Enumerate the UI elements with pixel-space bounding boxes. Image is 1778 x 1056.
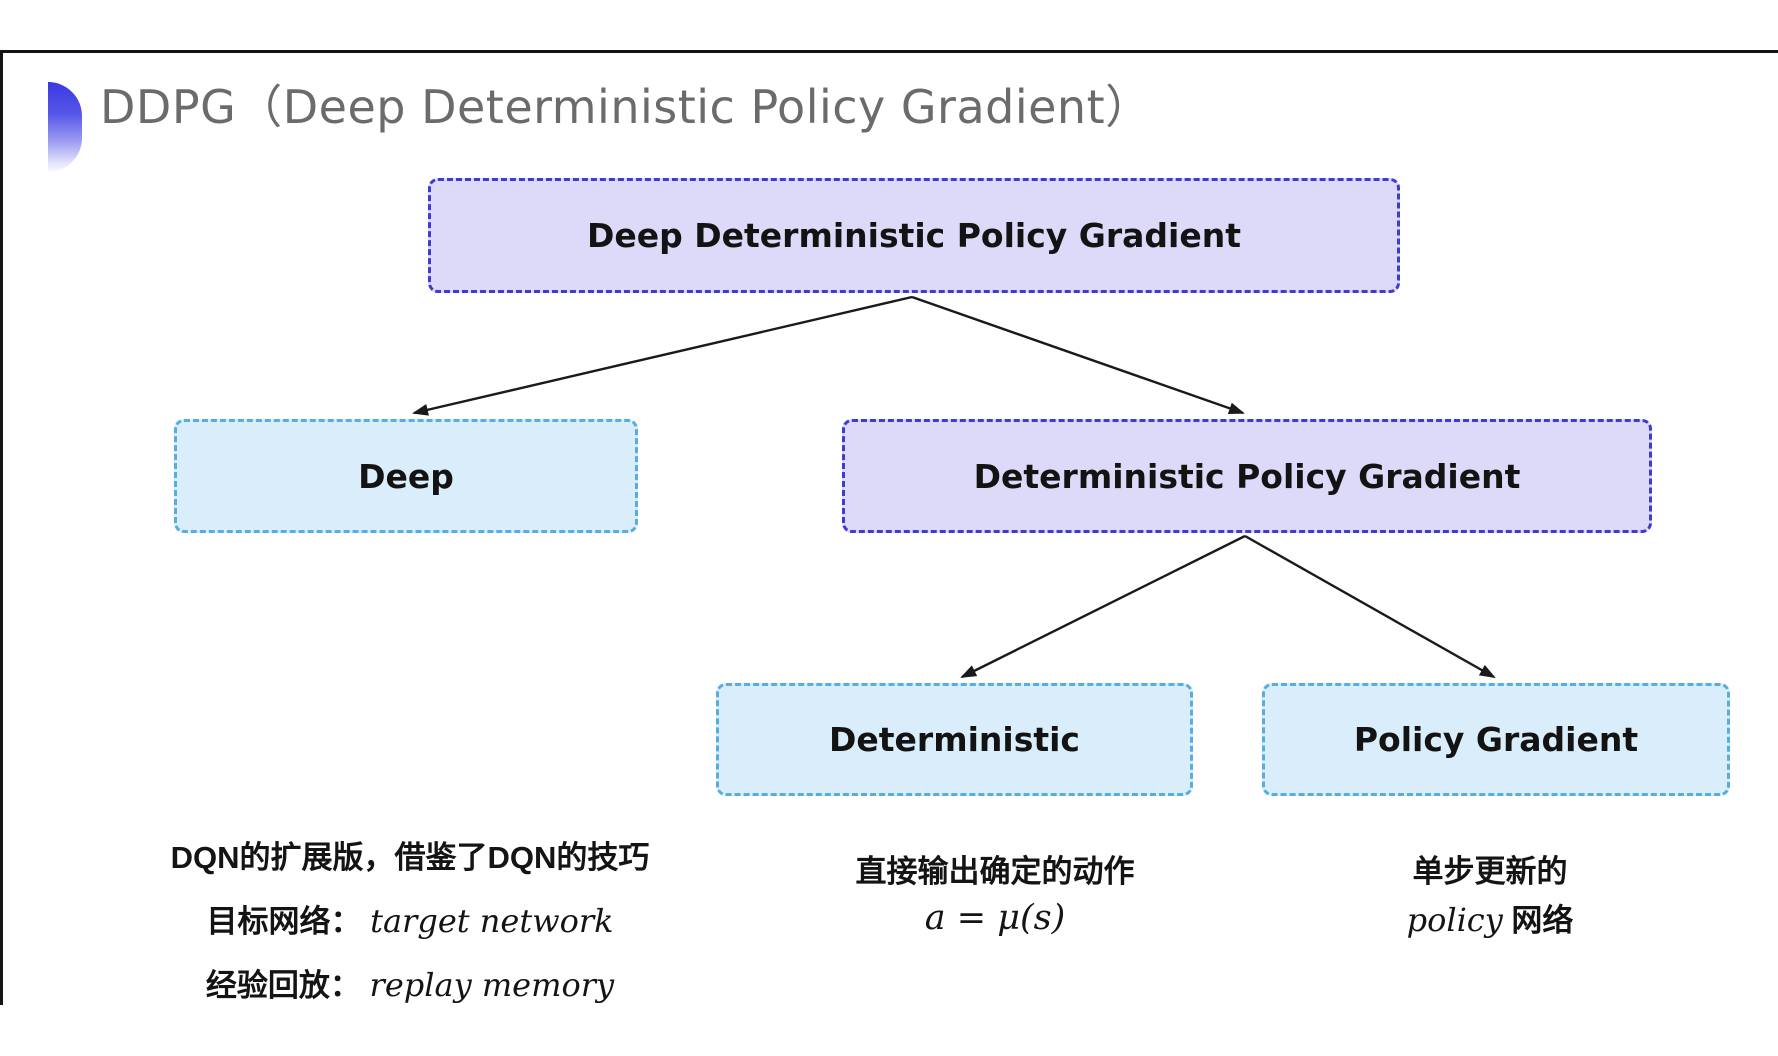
page-title: DDPG（Deep Deterministic Policy Gradient） <box>100 80 1152 134</box>
note-term: replay memory <box>369 966 615 1004</box>
node-label: Deep Deterministic Policy Gradient <box>586 216 1241 255</box>
note-line: 目标网络： target network <box>130 901 690 942</box>
note-label: 经验回放： <box>205 968 361 1003</box>
node-deep: Deep <box>174 419 638 533</box>
note-text: DQN的扩展版，借鉴了DQN的技巧 <box>170 840 650 875</box>
note-deep: DQN的扩展版，借鉴了DQN的技巧 目标网络： target network 经… <box>130 838 690 1006</box>
arrow-root-to-deep <box>412 295 913 416</box>
note-term: target network <box>370 902 614 940</box>
note-line: DQN的扩展版，借鉴了DQN的技巧 <box>130 838 690 878</box>
title-bullet-icon <box>48 82 82 172</box>
note-label: 目标网络： <box>206 904 362 939</box>
node-label: Deterministic Policy Gradient <box>973 456 1521 496</box>
note-line: a = μ(s) <box>790 898 1200 939</box>
node-label: Deep <box>358 456 454 496</box>
note-term: policy <box>1406 901 1503 939</box>
note-deterministic: 直接输出确定的动作 a = μ(s) <box>790 852 1200 945</box>
note-policy-gradient: 单步更新的 policy 网络 <box>1290 852 1690 949</box>
note-text: 网络 <box>1502 903 1574 938</box>
arrow-dpg-to-policy-gradient <box>1244 534 1496 679</box>
window-edge-left <box>0 50 3 1005</box>
note-line: 直接输出确定的动作 <box>790 852 1200 892</box>
arrow-dpg-to-deterministic <box>960 534 1246 679</box>
note-line: policy 网络 <box>1290 900 1690 941</box>
node-deterministic-policy-gradient: Deterministic Policy Gradient <box>842 419 1652 533</box>
arrow-root-to-dpg <box>911 295 1245 415</box>
node-deterministic: Deterministic <box>716 683 1193 796</box>
window-edge-top <box>0 50 1778 53</box>
node-label: Deterministic <box>829 720 1080 759</box>
note-line: 单步更新的 <box>1290 852 1690 892</box>
node-policy-gradient: Policy Gradient <box>1262 683 1730 796</box>
note-formula: a = μ(s) <box>924 898 1066 938</box>
node-label: Policy Gradient <box>1353 720 1639 759</box>
node-deep-deterministic-policy-gradient: Deep Deterministic Policy Gradient <box>428 178 1400 293</box>
note-text: 直接输出确定的动作 <box>855 854 1135 889</box>
note-line: 经验回放： replay memory <box>130 965 690 1006</box>
note-text: 单步更新的 <box>1412 854 1568 889</box>
